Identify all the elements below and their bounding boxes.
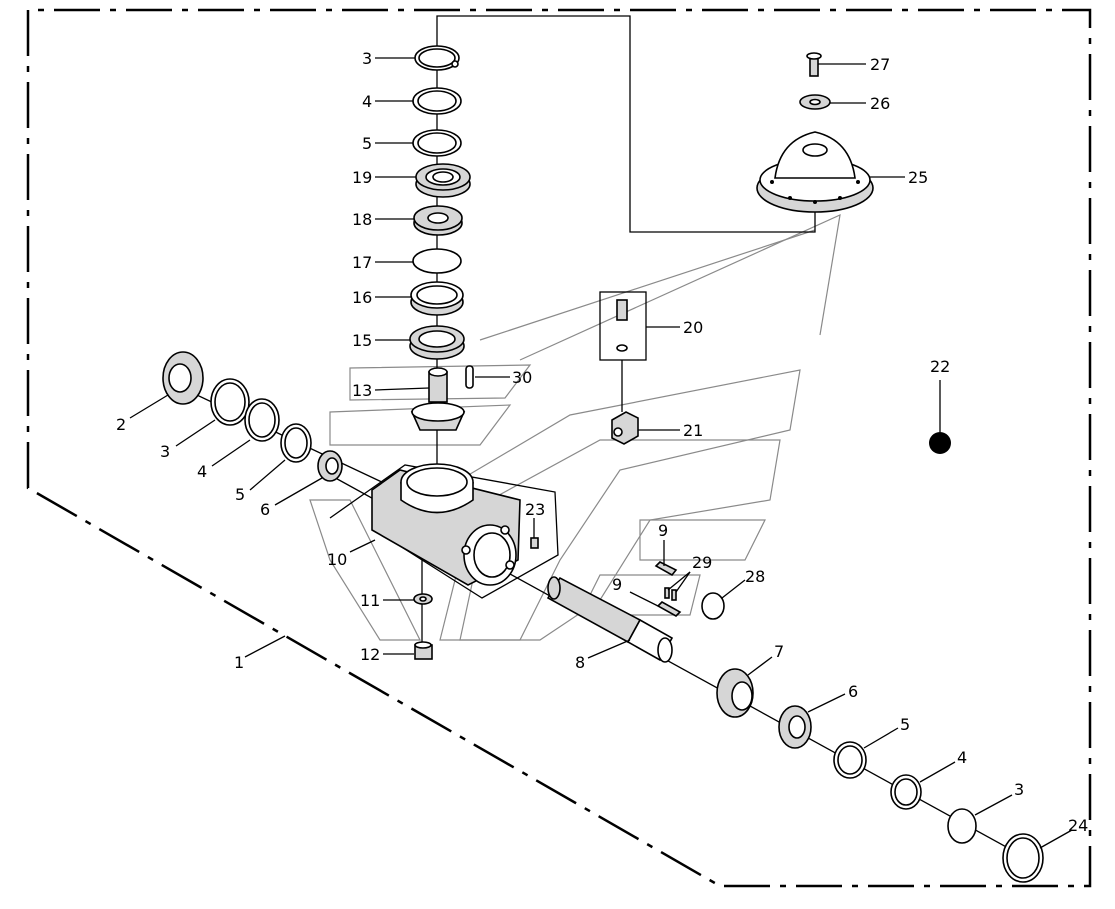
label-1: 1	[234, 653, 244, 672]
part-4-washer-left	[244, 398, 280, 442]
label-7: 7	[774, 642, 784, 661]
part-callout-labels: 3 4 5 19 18 17 16 15 13 30 27 26 25 20 2…	[116, 49, 1088, 835]
part-16-bearing-cup	[410, 281, 464, 316]
label-17: 17	[352, 253, 372, 272]
label-5-left: 5	[235, 485, 245, 504]
part-13-pinion-gear	[410, 367, 466, 431]
label-21: 21	[683, 421, 703, 440]
label-27: 27	[870, 55, 890, 74]
label-22: 22	[930, 357, 950, 376]
part-25-top-cover	[756, 131, 874, 213]
part-30-key	[465, 365, 474, 389]
leader-lines	[129, 57, 1073, 849]
label-30: 30	[512, 368, 532, 387]
label-26: 26	[870, 94, 890, 113]
part-7-gear	[716, 668, 754, 718]
label-4-top: 4	[362, 92, 372, 111]
part-5-shim-right	[833, 741, 867, 779]
label-6-right: 6	[848, 682, 858, 701]
label-3-top: 3	[362, 49, 372, 68]
label-23: 23	[525, 500, 545, 519]
part-4-washer-right	[890, 774, 922, 810]
part-9-key-lower	[656, 601, 682, 617]
label-2: 2	[116, 415, 126, 434]
label-4-right: 4	[957, 748, 967, 767]
part-11-washer	[413, 593, 433, 605]
label-4-left: 4	[197, 462, 207, 481]
part-5-shim-top	[412, 129, 462, 157]
label-6-left: 6	[260, 500, 270, 519]
part-8-output-shaft	[546, 576, 674, 663]
label-11: 11	[360, 591, 380, 610]
assembly-boundary	[26, 8, 1092, 888]
part-29-pins	[664, 587, 677, 601]
part-27-bolt	[806, 52, 822, 77]
part-18-spacer	[413, 205, 463, 236]
part-20-grease-fitting	[599, 291, 647, 412]
label-19: 19	[352, 168, 372, 187]
label-3-left: 3	[160, 442, 170, 461]
part-9-key-upper	[654, 561, 678, 577]
label-12: 12	[360, 645, 380, 664]
part-6-bearing-left	[317, 450, 343, 482]
part-2-seal	[162, 351, 204, 405]
label-9-lower: 9	[612, 575, 622, 594]
label-15: 15	[352, 331, 372, 350]
label-25: 25	[908, 168, 928, 187]
label-5-top: 5	[362, 134, 372, 153]
part-22-marker-dot	[929, 432, 951, 454]
part-4-washer-top	[412, 87, 462, 115]
label-10: 10	[327, 550, 347, 569]
part-26-washer	[799, 94, 831, 110]
label-18: 18	[352, 210, 372, 229]
part-3-snap-ring-top	[414, 45, 460, 71]
part-6-bearing-right	[778, 705, 812, 749]
label-29: 29	[692, 553, 712, 572]
part-5-shim-left	[280, 423, 312, 463]
part-3-snap-ring-left	[210, 378, 250, 426]
part-12-drain-plug	[414, 641, 433, 660]
part-24-seal	[1002, 833, 1044, 883]
label-13: 13	[352, 381, 372, 400]
part-19-bearing	[415, 163, 471, 198]
part-15-bearing-cone	[409, 325, 465, 360]
part-21-adapter-block	[611, 411, 639, 445]
label-9-upper: 9	[658, 521, 668, 540]
label-28: 28	[745, 567, 765, 586]
part-10-gearbox-housing	[329, 463, 559, 599]
part-23-plug	[530, 537, 539, 549]
label-8: 8	[575, 653, 585, 672]
label-3-right: 3	[1014, 780, 1024, 799]
label-24: 24	[1068, 816, 1088, 835]
label-20: 20	[683, 318, 703, 337]
shaft-connection-line	[436, 15, 816, 233]
label-5-right: 5	[900, 715, 910, 734]
part-3-snap-ring-right	[947, 808, 977, 844]
label-16: 16	[352, 288, 372, 307]
part-28-snap-ring	[701, 592, 725, 620]
part-17-o-ring	[412, 248, 462, 274]
